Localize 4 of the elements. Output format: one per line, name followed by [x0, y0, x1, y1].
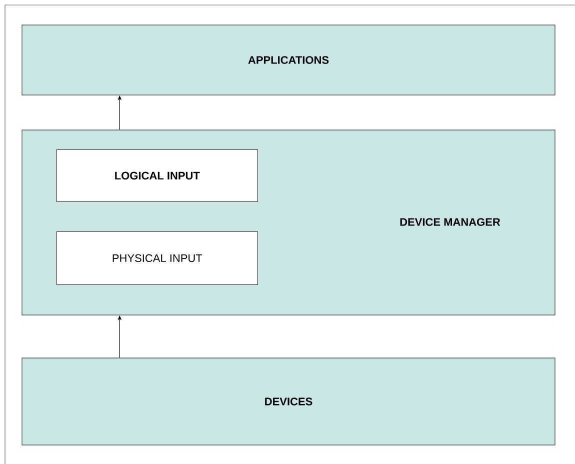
- layer-box: APPLICATIONS: [22, 24, 556, 96]
- layer-box: DEVICES: [22, 358, 556, 446]
- input-box: PHYSICAL INPUT: [56, 231, 258, 285]
- input-box: LOGICAL INPUT: [56, 149, 258, 202]
